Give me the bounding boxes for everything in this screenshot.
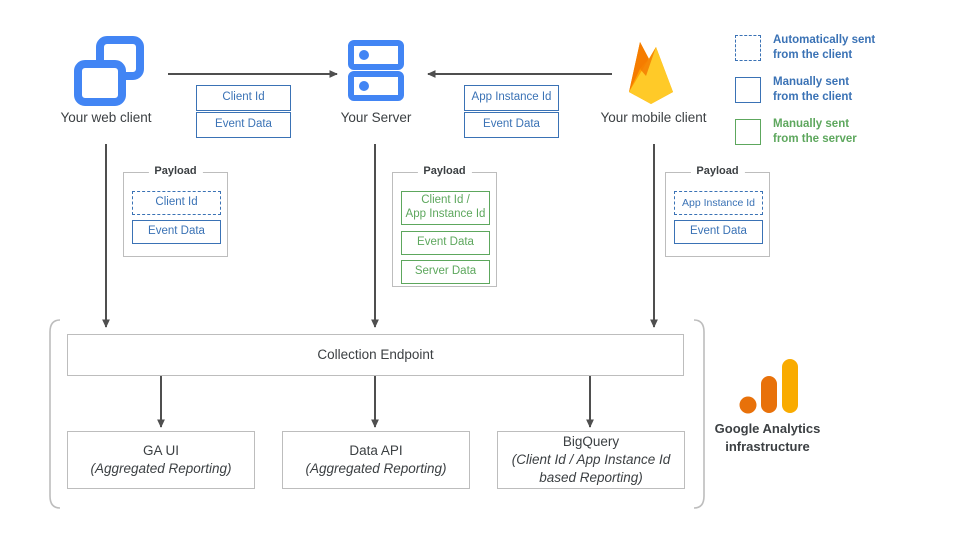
payload-server: Payload Client Id / App Instance Id Even… xyxy=(392,165,497,287)
server-racks-icon xyxy=(348,40,404,101)
legend-item-manual-client-text: Manually sent from the client xyxy=(773,75,852,105)
firebase-flame-icon xyxy=(629,42,673,104)
google-analytics-infrastructure-label: Google Analytics infrastructure xyxy=(700,420,835,455)
collection-endpoint-label: Collection Endpoint xyxy=(317,346,434,362)
google-analytics-bars-icon xyxy=(739,359,798,414)
source-label-server: Your Server xyxy=(340,110,412,125)
legend-item-manual-server-text: Manually sent from the server xyxy=(773,117,857,147)
legend-line1: Manually sent xyxy=(773,118,850,130)
legend-item-manual-server: Manually sent from the server xyxy=(735,117,950,153)
legend-line2: from the server xyxy=(773,133,857,145)
browser-windows-icon xyxy=(74,36,144,106)
ga-label-line2: infrastructure xyxy=(725,438,810,454)
output-title-data-api: Data API xyxy=(349,442,403,458)
dashed-blue-square-icon xyxy=(735,35,761,61)
payload-server-item-ids-line1: Client Id / xyxy=(421,194,470,207)
output-subtitle-bigquery-line2: based Reporting) xyxy=(539,470,643,486)
collection-endpoint-box: Collection Endpoint xyxy=(67,334,684,376)
output-title-bigquery: BigQuery xyxy=(562,433,620,449)
payload-server-item-server-data: Server Data xyxy=(401,260,490,284)
bracket-right xyxy=(693,319,705,509)
chip-mobile-app-instance-id: App Instance Id xyxy=(464,85,559,111)
legend-line2: from the client xyxy=(773,91,853,103)
legend-item-auto-client: Automatically sent from the client xyxy=(735,33,950,69)
payload-mobile-title: Payload xyxy=(690,165,745,177)
output-box-ga-ui: GA UI (Aggregated Reporting) xyxy=(67,431,255,489)
solid-blue-square-icon xyxy=(735,77,761,103)
output-title-ga-ui: GA UI xyxy=(142,442,179,458)
legend-item-manual-client: Manually sent from the client xyxy=(735,75,950,111)
output-box-data-api: Data API (Aggregated Reporting) xyxy=(282,431,470,489)
ga-label-line1: Google Analytics xyxy=(714,421,821,436)
payload-server-title: Payload xyxy=(417,165,472,177)
output-box-bigquery: BigQuery (Client Id / App Instance Id ba… xyxy=(497,431,685,489)
output-subtitle-data-api: (Aggregated Reporting) xyxy=(305,461,447,476)
bracket-left xyxy=(49,319,61,509)
payload-server-item-ids-line2: App Instance Id xyxy=(405,208,486,220)
payload-mobile-item-event-data: Event Data xyxy=(674,220,763,244)
payload-mobile-item-app-instance-id: App Instance Id xyxy=(674,191,763,215)
payload-server-item-event-data: Event Data xyxy=(401,231,490,255)
legend-line1: Automatically sent xyxy=(773,34,876,46)
source-label-mobile: Your mobile client xyxy=(600,110,707,125)
chip-mobile-event-data: Event Data xyxy=(464,112,559,138)
legend-line1: Manually sent xyxy=(773,76,850,88)
output-subtitle-ga-ui: (Aggregated Reporting) xyxy=(90,461,232,476)
output-subtitle-bigquery-line1: (Client Id / App Instance Id xyxy=(511,451,671,467)
source-label-web: Your web client xyxy=(60,110,152,125)
legend-line2: from the client xyxy=(773,49,853,61)
chip-web-client-id: Client Id xyxy=(196,85,291,111)
solid-green-square-icon xyxy=(735,119,761,145)
payload-web-title: Payload xyxy=(148,165,203,177)
payload-server-item-ids: Client Id / App Instance Id xyxy=(401,191,490,225)
payload-web-item-client-id: Client Id xyxy=(132,191,221,215)
legend: Automatically sent from the client Manua… xyxy=(735,33,950,159)
legend-item-auto-client-text: Automatically sent from the client xyxy=(773,33,875,63)
payload-mobile: Payload App Instance Id Event Data xyxy=(665,165,770,257)
payload-web: Payload Client Id Event Data xyxy=(123,165,228,257)
payload-web-item-event-data: Event Data xyxy=(132,220,221,244)
chip-web-event-data: Event Data xyxy=(196,112,291,138)
